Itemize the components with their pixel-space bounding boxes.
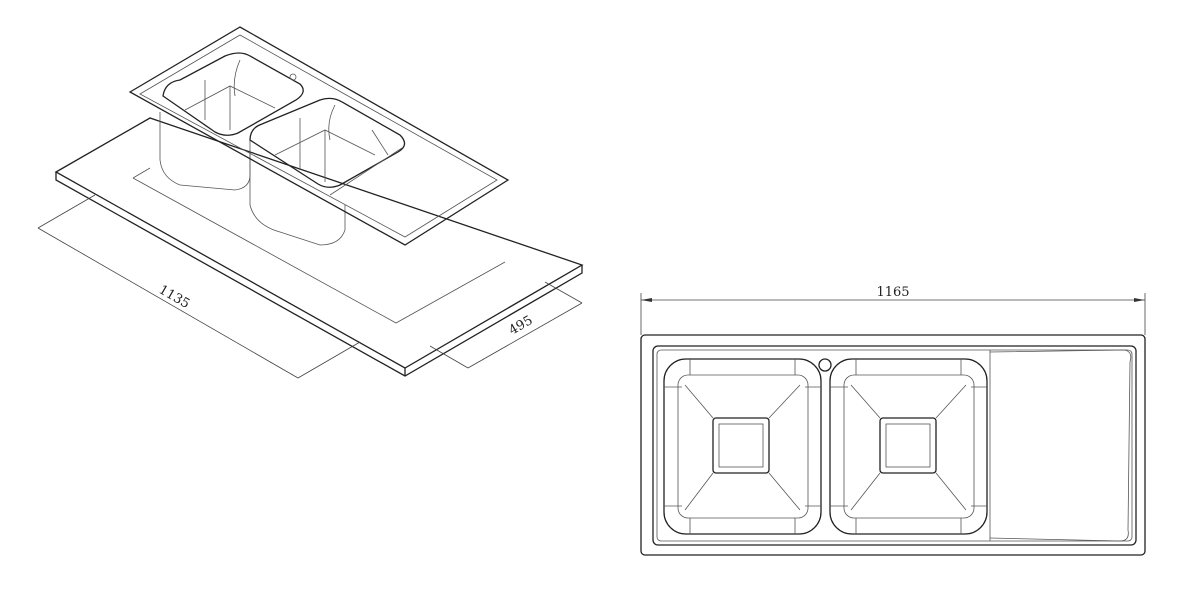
tap-hole: [289, 73, 297, 81]
countertop-cutout: [132, 167, 151, 179]
right-drain: [879, 417, 937, 474]
sink-inner-rim: [652, 345, 1137, 546]
right-bowl: [829, 358, 988, 535]
dimension-width: 495: [429, 281, 583, 369]
width-label: 495: [507, 313, 536, 338]
left-bowl: [663, 358, 822, 535]
overall-width-label: 1165: [876, 285, 909, 300]
drainboard: [989, 349, 1132, 542]
length-label: 1135: [156, 282, 192, 312]
sink-outer-rim: [640, 334, 1146, 556]
left-drain: [712, 417, 770, 474]
isometric-view: 1135 495: [37, 26, 584, 379]
tap-hole: [818, 358, 832, 372]
top-view: 1165: [640, 285, 1146, 556]
dimension-overall-width: 1165: [640, 285, 1146, 335]
sink-isometric: [128, 26, 510, 246]
dimension-length: 1135: [37, 194, 361, 379]
countertop: [54, 117, 584, 377]
